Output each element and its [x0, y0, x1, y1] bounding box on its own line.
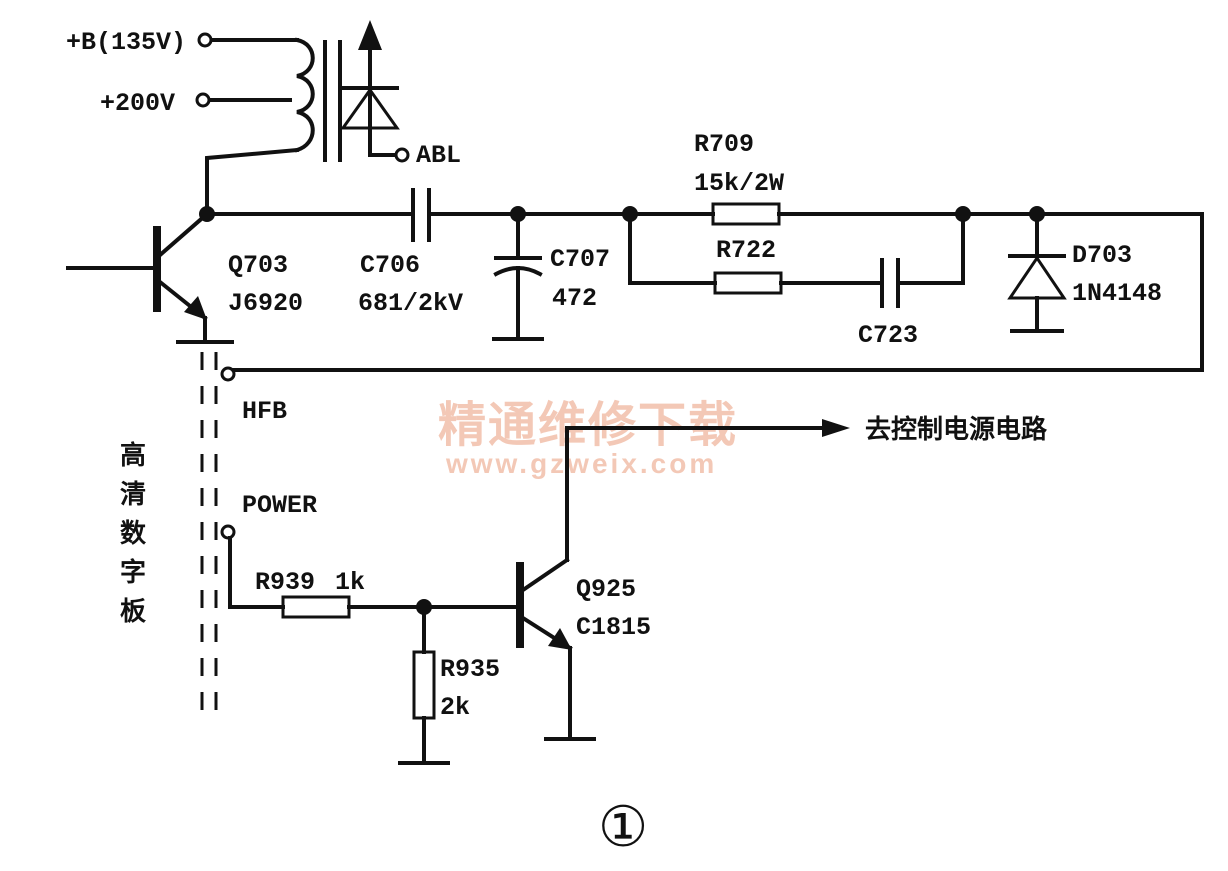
output-label: 去控制电源电路	[865, 414, 1048, 445]
board-label-char: 数	[120, 519, 147, 549]
board-label-char: 板	[120, 597, 146, 627]
c706-ref: C706	[360, 251, 420, 280]
board-label-char: 高	[120, 440, 146, 471]
hfb-line	[220, 212, 1204, 382]
q925-ref: Q925	[576, 575, 636, 604]
q925-transistor	[516, 426, 596, 741]
abl-label: ABL	[416, 141, 461, 170]
v200-terminal	[195, 92, 211, 108]
c706-value: 681/2kV	[358, 289, 463, 318]
r709-ref: R709	[694, 130, 754, 159]
figure-number: ①	[598, 795, 648, 860]
watermark: 精通维修下载 www.gzweix.com	[438, 397, 738, 479]
r935-ref: R935	[440, 655, 500, 684]
q703-part: J6920	[228, 289, 303, 318]
c706-capacitor	[411, 188, 632, 242]
q925-emitter-arrow-icon	[548, 628, 572, 650]
hv-output-arrow-icon	[358, 20, 382, 50]
b-plus-terminal	[197, 32, 213, 48]
c723-ref: C723	[858, 321, 918, 350]
board-connector	[200, 352, 218, 712]
watermark-title: 精通维修下载	[438, 397, 738, 453]
c707-value: 472	[552, 284, 597, 313]
abl-terminal	[394, 147, 410, 163]
watermark-url: www.gzweix.com	[445, 448, 717, 479]
q703-transistor	[66, 211, 234, 344]
hfb-label: HFB	[242, 397, 287, 426]
output-arrow	[565, 419, 850, 437]
c707-ref: C707	[550, 245, 610, 274]
board-label-char: 字	[120, 557, 146, 588]
c707-capacitor	[492, 212, 544, 341]
v200-label: +200V	[100, 89, 175, 118]
r709-resistor	[628, 202, 965, 226]
q703-emitter-arrow-icon	[184, 296, 207, 320]
q703-ref: Q703	[228, 251, 288, 280]
r939-ref: R939	[255, 568, 315, 597]
c723-capacitor	[880, 212, 965, 308]
board-label: 高 清 数 字 板	[120, 440, 147, 627]
r709-value: 15k/2W	[694, 169, 784, 198]
r722-ref: R722	[716, 236, 776, 265]
r939-value: 1k	[335, 568, 365, 597]
q925-part: C1815	[576, 613, 651, 642]
d703-part: 1N4148	[1072, 279, 1162, 308]
b-plus-label: +B(135V)	[66, 28, 186, 57]
r939-resistor	[228, 536, 522, 619]
d703-diode	[1007, 212, 1067, 333]
right-arrow-icon	[822, 419, 850, 437]
r935-value: 2k	[440, 693, 470, 722]
board-label-char: 清	[120, 480, 146, 510]
r935-resistor	[398, 605, 450, 765]
hfb-terminal	[220, 366, 236, 382]
power-label: POWER	[242, 491, 317, 520]
r722-resistor	[628, 212, 882, 295]
flyback-transformer	[195, 20, 410, 216]
d703-ref: D703	[1072, 241, 1132, 270]
